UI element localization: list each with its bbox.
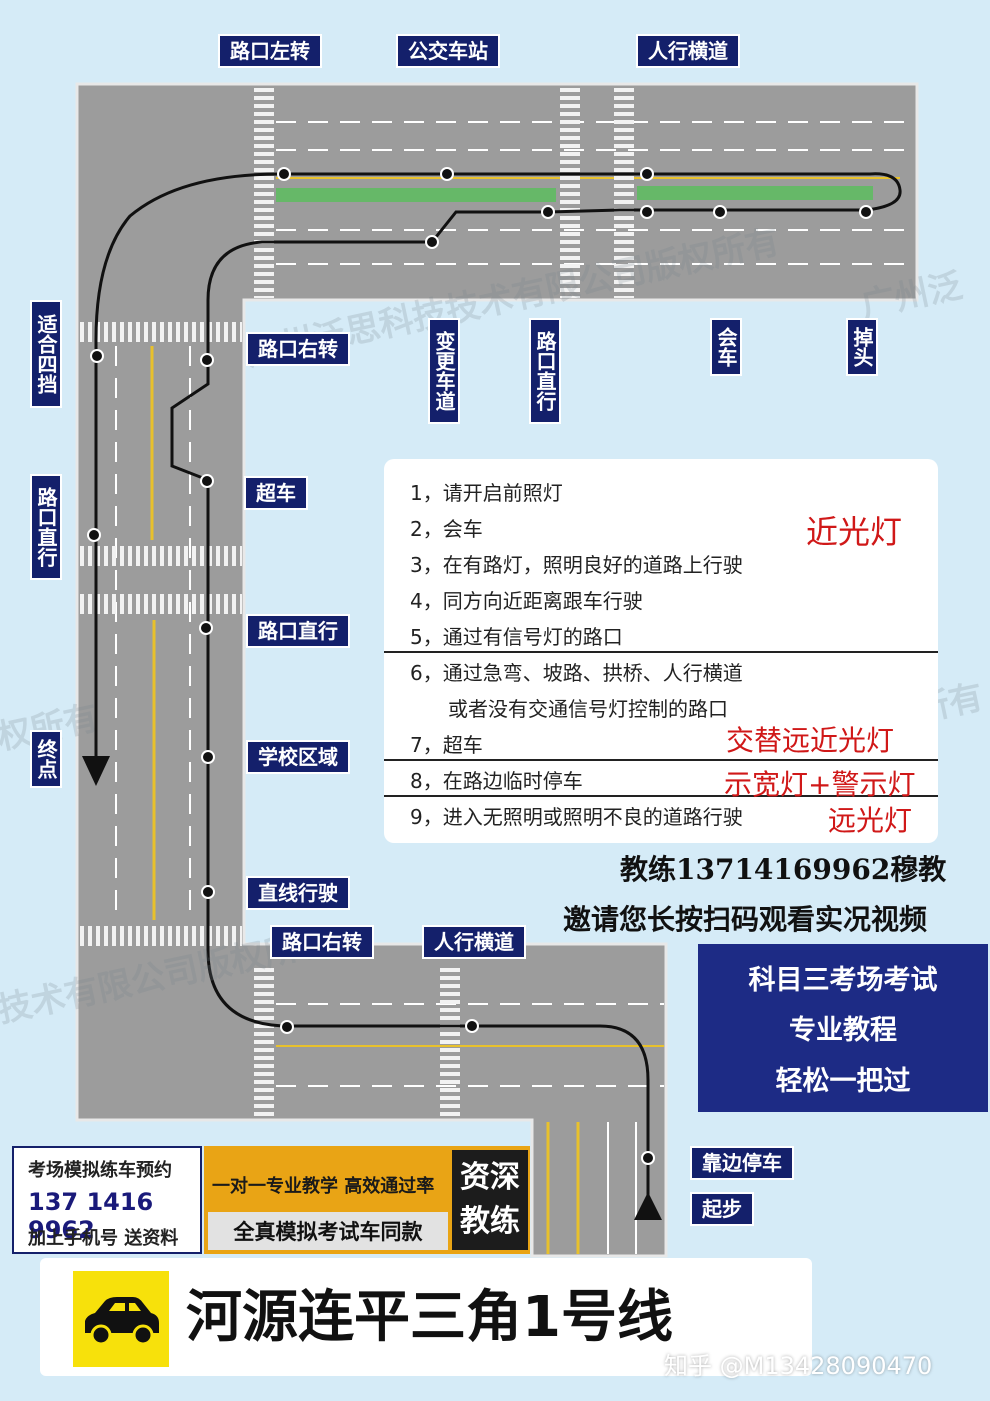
label-right-turn-1: 路口右转 — [246, 332, 350, 366]
label-fourth-gear: 适合四挡 — [30, 300, 62, 408]
label-line-drive: 直线行驶 — [246, 876, 350, 910]
car-icon — [73, 1271, 169, 1367]
crosswalk-v1 — [80, 322, 242, 342]
video-invite: 邀请您长按扫码观看实况视频 — [563, 903, 928, 936]
rule-item-6: 6，通过急弯、坡路、拱桥、人行横道 — [410, 661, 743, 685]
label-straight-left-text: 路口直行 — [34, 487, 58, 567]
teaching-ad-line-2: 全真模拟考试车同款 — [208, 1212, 448, 1250]
rule-item-7: 7，超车 — [410, 733, 483, 757]
crosswalks-top — [254, 86, 634, 298]
crosswalk-v3 — [80, 594, 242, 614]
median-2 — [637, 186, 873, 200]
label-right-turn-2: 路口右转 — [270, 925, 374, 959]
top-road-lanes — [276, 121, 914, 265]
label-straight-top-text: 路口直行 — [533, 331, 557, 411]
crosswalk-v4 — [80, 926, 242, 946]
coach-contact: 教练13714169962穆教 — [620, 853, 947, 886]
divider-3 — [384, 795, 938, 797]
light-rules-panel: 1，请开启前照灯 2，会车 3，在有路灯，照明良好的道路上行驶 4，同方向近距离… — [384, 459, 938, 843]
promo-line-1: 科目三考场考试 — [748, 964, 938, 996]
booking-ad[interactable]: 考场模拟练车预约 137 1416 9962 加上手机号 送资料 — [12, 1146, 202, 1254]
label-meeting: 会车 — [710, 318, 742, 376]
rule-item-5: 5，通过有信号灯的路口 — [410, 625, 623, 649]
promo-box: 科目三考场考试 专业教程 轻松一把过 — [698, 944, 988, 1112]
label-end-text: 终点 — [34, 739, 58, 779]
crosswalk-b2 — [440, 968, 460, 1118]
exit-lanes — [546, 1122, 580, 1254]
label-pull-over: 靠边停车 — [690, 1146, 794, 1180]
label-school-zone: 学校区域 — [246, 740, 350, 774]
median-1 — [276, 188, 556, 202]
divider-2 — [384, 759, 938, 761]
teaching-ad[interactable]: 一对一专业教学 高效通过率 全真模拟考试车同款 资深 教练 — [204, 1146, 530, 1254]
route-title-banner: 河源连平三角1号线 — [40, 1258, 812, 1376]
label-meeting-text: 会车 — [714, 327, 738, 367]
booking-ad-note: 加上手机号 送资料 — [28, 1228, 179, 1249]
teaching-ad-line-1: 一对一专业教学 高效通过率 — [212, 1176, 435, 1197]
senior-coach-badge: 资深 教练 — [452, 1150, 528, 1250]
route-title: 河源连平三角1号线 — [186, 1285, 673, 1350]
badge-line-1: 资深 — [460, 1160, 520, 1195]
category-high-beam: 远光灯 — [828, 804, 913, 837]
route-points — [87, 167, 873, 1165]
rule-item-2: 2，会车 — [410, 517, 483, 541]
label-start: 起步 — [690, 1192, 754, 1226]
promo-line-3: 轻松一把过 — [775, 1066, 911, 1098]
badge-line-2: 教练 — [460, 1204, 520, 1239]
road-surface — [75, 82, 919, 1258]
label-fourth-gear-text: 适合四挡 — [34, 314, 58, 394]
category-alternate: 交替远近光灯 — [726, 724, 895, 757]
label-crosswalk-top: 人行横道 — [636, 34, 740, 68]
label-lane-change-text: 变更车道 — [432, 331, 456, 411]
promo-line-2: 专业教程 — [789, 1015, 897, 1047]
label-straight-mid: 路口直行 — [246, 614, 350, 648]
label-bus-stop: 公交车站 — [396, 34, 500, 68]
booking-ad-title: 考场模拟练车预约 — [28, 1160, 172, 1181]
zhihu-credit: 知乎 @M13428090470 — [664, 1352, 933, 1380]
crosswalk-b1 — [254, 968, 274, 1118]
label-straight-left: 路口直行 — [30, 474, 62, 580]
rule-item-8: 8，在路边临时停车 — [410, 769, 583, 793]
rule-item-3: 3，在有路灯，照明良好的道路上行驶 — [410, 553, 743, 577]
rule-item-9: 9，进入无照明或照明不良的道路行驶 — [410, 805, 743, 829]
category-low-beam: 近光灯 — [806, 513, 903, 551]
divider-1 — [384, 651, 938, 653]
label-crosswalk-bottom: 人行横道 — [422, 925, 526, 959]
label-end: 终点 — [30, 730, 62, 788]
booking-ad-phone: 137 1416 9962 — [28, 1188, 154, 1244]
label-u-turn-text: 掉头 — [850, 327, 874, 367]
bottom-road-lanes — [276, 1003, 664, 1087]
label-lane-change: 变更车道 — [428, 318, 460, 424]
label-u-turn: 掉头 — [846, 318, 878, 376]
end-arrow — [82, 756, 110, 786]
rule-item-4: 4，同方向近距离跟车行驶 — [410, 589, 643, 613]
label-left-turn: 路口左转 — [218, 34, 322, 68]
rule-item-1: 1，请开启前照灯 — [410, 481, 563, 505]
start-arrow — [634, 1192, 662, 1220]
label-overtake: 超车 — [244, 476, 308, 510]
crosswalk-v2 — [80, 546, 242, 566]
label-straight-top: 路口直行 — [529, 318, 561, 424]
rule-item-6b: 或者没有交通信号灯控制的路口 — [448, 697, 728, 721]
category-hazard: 示宽灯+警示灯 — [724, 768, 916, 801]
